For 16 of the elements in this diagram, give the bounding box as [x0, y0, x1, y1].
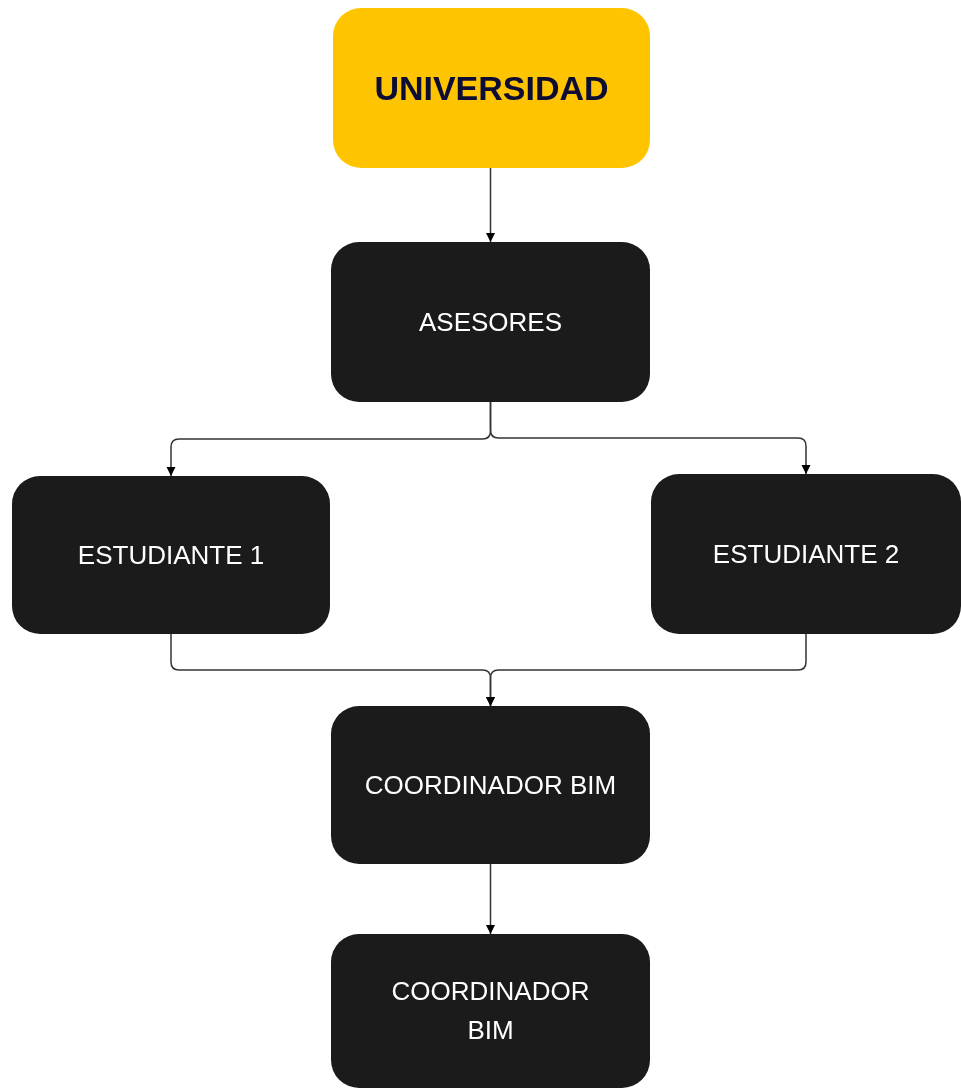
connector-arrow: [486, 633, 807, 707]
process-box: [651, 474, 961, 634]
connector-arrow: [486, 167, 495, 243]
box-label: COORDINADOR BIM: [364, 768, 617, 802]
connector-arrow: [486, 863, 495, 935]
process-box: [331, 934, 650, 1088]
box-label: UNIVERSIDAD: [374, 67, 609, 109]
process-box: [12, 476, 330, 634]
box-label: ESTUDIANTE 1: [77, 538, 265, 572]
connector-arrow: [489, 401, 811, 475]
top-rounded-box: [333, 8, 650, 168]
process-box: [331, 706, 650, 864]
process-box: [331, 242, 650, 402]
box-label: ESTUDIANTE 2: [712, 537, 900, 571]
box-label: COORDINADOR BIM: [390, 975, 591, 1047]
box-label: ASESORES: [418, 305, 563, 339]
